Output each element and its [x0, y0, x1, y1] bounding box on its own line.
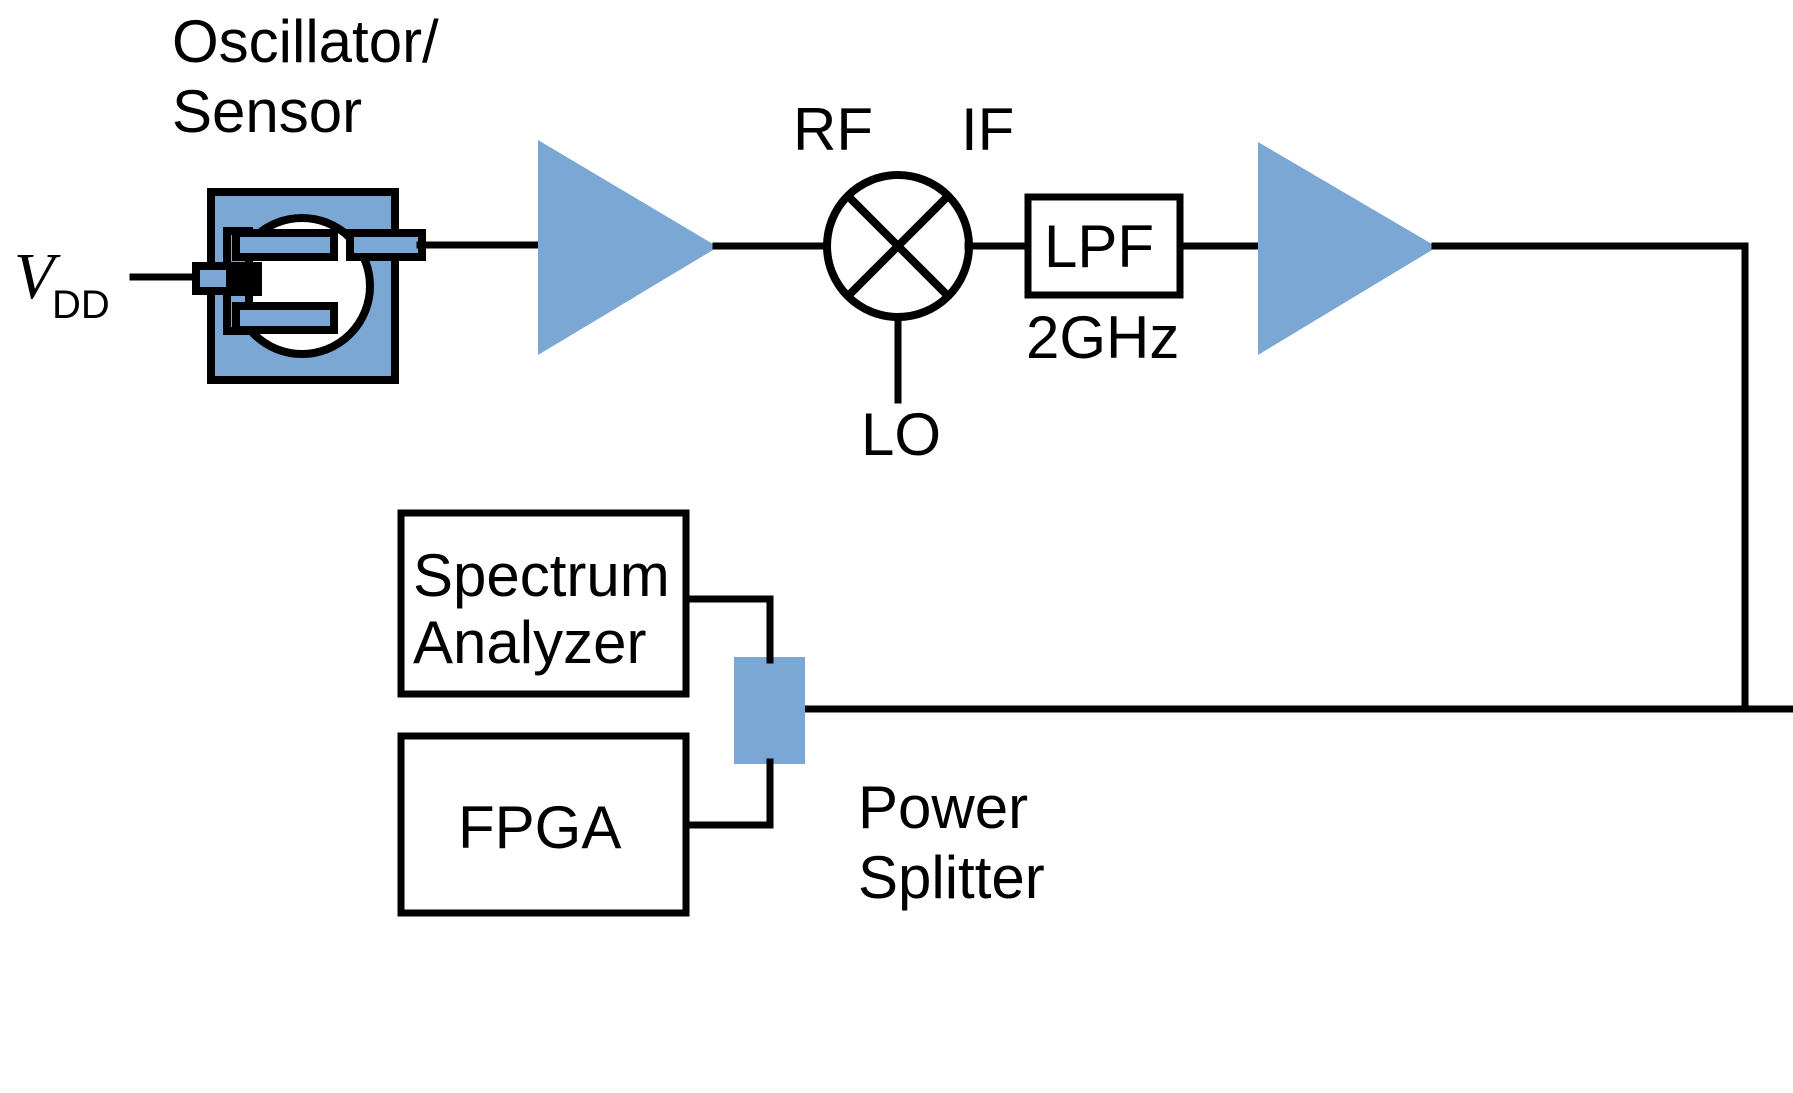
- sensor-input-tab: [192, 262, 234, 295]
- fpga-box: [397, 732, 690, 917]
- amplifier-2-symbol: [1258, 142, 1437, 355]
- if-port-label: IF: [961, 96, 1014, 163]
- oscillator-sensor-title-line1: Oscillator/: [172, 8, 439, 75]
- spectrum-analyzer-label-line2: Analyzer: [413, 609, 646, 676]
- vdd-label-main: V: [14, 240, 61, 313]
- mixer-x-stroke-2: [845, 193, 951, 299]
- power-splitter-block: [734, 657, 805, 764]
- lowpass-filter-label: LPF: [1044, 213, 1154, 280]
- rf-port-label: RF: [793, 96, 873, 163]
- oscillator-sensor-title-line2: Sensor: [172, 78, 362, 145]
- spectrum-analyzer-label-line1: Spectrum: [413, 542, 670, 609]
- vdd-label-subscript: DD: [52, 283, 110, 327]
- fpga-label: FPGA: [458, 794, 621, 861]
- lo-port-label: LO: [861, 401, 941, 468]
- wire-splitter-to-spectrum-analyzer: [680, 595, 774, 664]
- amplifier-1-symbol: [538, 140, 718, 355]
- wire-amp2-to-splitter-segment-a: [1431, 242, 1793, 713]
- wire-splitter-to-fpga: [680, 758, 774, 829]
- sensor-lower-electrode: [232, 302, 338, 334]
- mixer-block: [823, 171, 973, 321]
- lowpass-filter-frequency-label: 2GHz: [1026, 304, 1179, 371]
- power-splitter-label-line2: Splitter: [858, 844, 1045, 911]
- sensor-output-electrode: [346, 229, 426, 261]
- sensor-upper-electrode: [232, 229, 338, 261]
- power-splitter-label-line1: Power: [858, 774, 1028, 841]
- oscillator-sensor-block: [192, 188, 426, 384]
- lowpass-filter-box: [1024, 193, 1184, 299]
- spectrum-analyzer-box: [397, 509, 690, 698]
